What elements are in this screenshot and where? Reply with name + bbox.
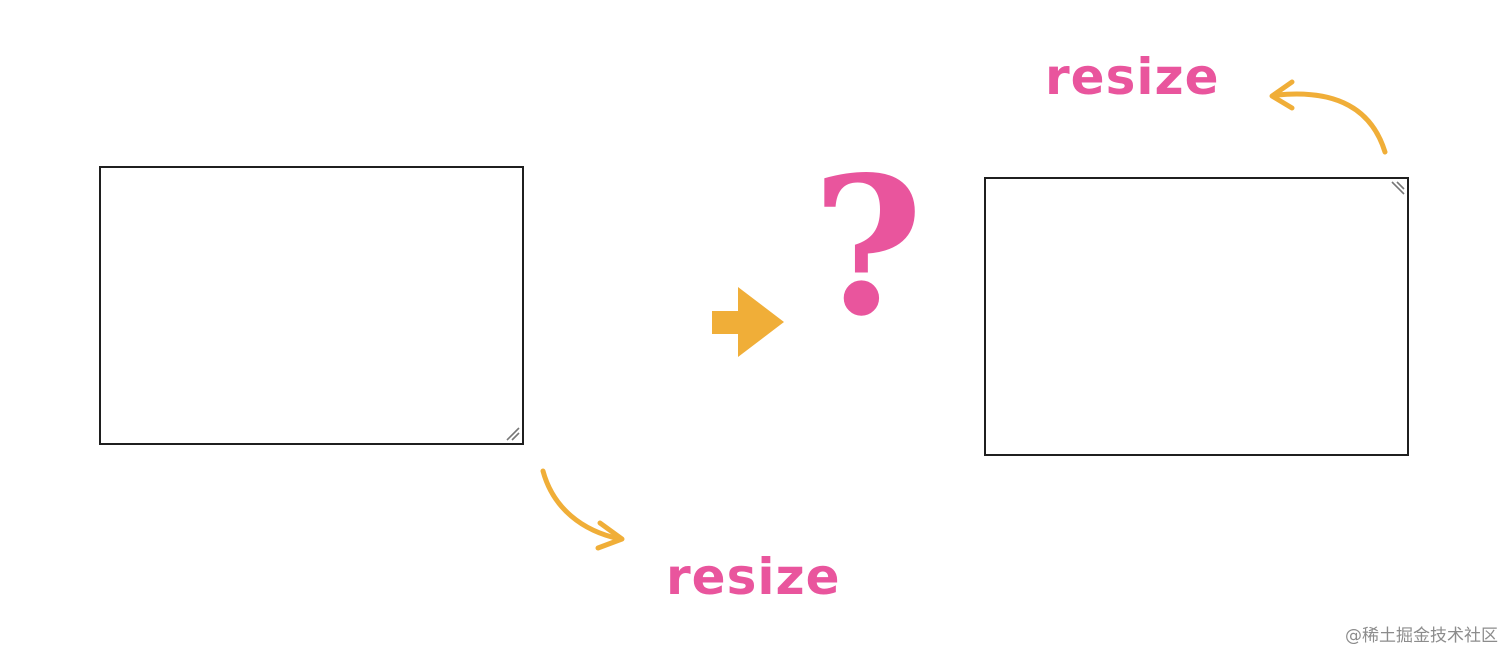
resize-grip-icon xyxy=(506,427,520,441)
block-arrow-right-icon xyxy=(712,287,784,357)
watermark-text: @稀土掘金技术社区 xyxy=(1345,626,1498,646)
resizable-box-bottom-right-grip xyxy=(99,166,524,445)
resize-grip-icon xyxy=(1391,181,1405,195)
resizable-box-top-right-grip xyxy=(984,177,1409,456)
question-mark: ? xyxy=(812,135,924,358)
curved-arrow-icon xyxy=(540,468,625,551)
resize-label-top: resize xyxy=(1045,48,1220,106)
curved-arrow-icon xyxy=(1269,79,1388,155)
resize-label-bottom: resize xyxy=(666,548,841,606)
